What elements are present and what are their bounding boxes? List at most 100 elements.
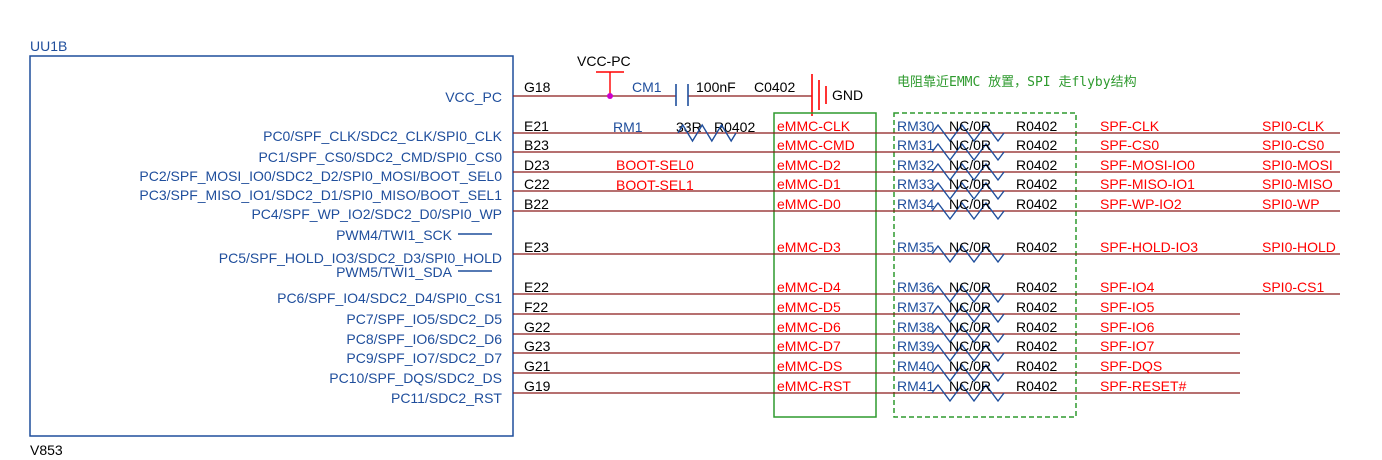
chip-part: V853 bbox=[30, 442, 63, 458]
pin-row-g21-rm-value: NC/0R bbox=[949, 358, 991, 374]
pin-row-e21-rm-value: NC/0R bbox=[949, 118, 991, 134]
chip-body bbox=[29, 55, 514, 437]
pin-row-g23-label: PC9/SPF_IO7/SDC2_D7 bbox=[346, 350, 502, 366]
vcc-pc-pin-number: G18 bbox=[524, 79, 551, 95]
pin-row-g22-number: G22 bbox=[524, 319, 551, 335]
pin-row-f22-emmc-net: eMMC-D5 bbox=[777, 299, 841, 315]
pin-row-e22-rm-ref: RM36 bbox=[897, 279, 935, 295]
pin-row-d23-emmc-net: eMMC-D2 bbox=[777, 157, 841, 173]
pin-row-c22-spf-net: SPF-MISO-IO1 bbox=[1100, 176, 1195, 192]
pin-row-d23-rm-value: NC/0R bbox=[949, 157, 991, 173]
alt-func-pwm4-label: PWM4/TWI1_SCK bbox=[336, 227, 453, 243]
pin-row-c22-rm-value: NC/0R bbox=[949, 176, 991, 192]
pin-row-g22-rm-value: NC/0R bbox=[949, 319, 991, 335]
pin-row-e21-emmc-net: eMMC-CLK bbox=[777, 118, 851, 134]
pin-row-b23-spi-net: SPI0-CS0 bbox=[1262, 137, 1324, 153]
cap-package: C0402 bbox=[754, 79, 795, 95]
pin-row-c22-emmc-net: eMMC-D1 bbox=[777, 176, 841, 192]
pin-row-e21-label: PC0/SPF_CLK/SDC2_CLK/SPI0_CLK bbox=[263, 128, 503, 144]
pin-row-g22-spf-net: SPF-IO6 bbox=[1100, 319, 1155, 335]
pin-row-e22-emmc-net: eMMC-D4 bbox=[777, 279, 841, 295]
pin-row-e22-number: E22 bbox=[524, 279, 549, 295]
pin-row-c22-spi-net: SPI0-MISO bbox=[1262, 176, 1333, 192]
vcc-junction bbox=[607, 93, 613, 99]
cap-ref: CM1 bbox=[632, 79, 662, 95]
pin-row-g23-rm-value: NC/0R bbox=[949, 338, 991, 354]
pin-row-g21-rm-package: R0402 bbox=[1016, 358, 1057, 374]
pin-row-c22-rm-ref: RM33 bbox=[897, 176, 935, 192]
pin-row-g21-rm-ref: RM40 bbox=[897, 358, 935, 374]
pin-row-g19-spf-net: SPF-RESET# bbox=[1100, 378, 1187, 394]
pin-row-e23-rm-value: NC/0R bbox=[949, 239, 991, 255]
pin-row-b22-emmc-net: eMMC-D0 bbox=[777, 196, 841, 212]
pin-row-g22-emmc-net: eMMC-D6 bbox=[777, 319, 841, 335]
pin-row-e21-resistor bbox=[931, 123, 1005, 143]
pin-row-e23-number: E23 bbox=[524, 239, 549, 255]
pin-row-g23-rm-package: R0402 bbox=[1016, 338, 1057, 354]
pin-row-b23-rm-package: R0402 bbox=[1016, 137, 1057, 153]
pin-row-b22-rm-value: NC/0R bbox=[949, 196, 991, 212]
alt-func-pwm5-label: PWM5/TWI1_SDA bbox=[336, 264, 453, 280]
pin-row-g22-resistor bbox=[931, 324, 1005, 344]
pin-row-e23-rm-package: R0402 bbox=[1016, 239, 1057, 255]
pin-row-g22-rm-package: R0402 bbox=[1016, 319, 1057, 335]
pin-row-e22-spi-net: SPI0-CS1 bbox=[1262, 279, 1324, 295]
pin-row-e23-label: PC5/SPF_HOLD_IO3/SDC2_D3/SPI0_HOLD bbox=[219, 250, 502, 266]
pin-row-b23-number: B23 bbox=[524, 137, 549, 153]
pin-row-f22-rm-ref: RM37 bbox=[897, 299, 935, 315]
pin-row-g21-label: PC10/SPF_DQS/SDC2_DS bbox=[329, 370, 502, 386]
boot-sel1-label: BOOT-SEL1 bbox=[616, 177, 694, 193]
pin-row-g21-resistor bbox=[931, 363, 1005, 383]
pin-row-d23-spf-net: SPF-MOSI-IO0 bbox=[1100, 157, 1195, 173]
pin-row-d23-spi-net: SPI0-MOSI bbox=[1262, 157, 1333, 173]
pin-row-b23-rm-ref: RM31 bbox=[897, 137, 935, 153]
chip-ref: UU1B bbox=[30, 38, 67, 54]
emmc-net-box bbox=[773, 112, 877, 418]
pin-row-e21-spf-net: SPF-CLK bbox=[1100, 118, 1160, 134]
pin-row-d23-rm-ref: RM32 bbox=[897, 157, 935, 173]
pin-row-d23-number: D23 bbox=[524, 157, 550, 173]
rm1-ref: RM1 bbox=[613, 119, 643, 135]
design-note: 电阻靠近EMMC 放置，SPI 走flyby结构 bbox=[897, 75, 1137, 90]
pin-row-e22-resistor bbox=[931, 284, 1005, 304]
rm1-value: 33R bbox=[676, 119, 702, 135]
pin-row-g22-rm-ref: RM38 bbox=[897, 319, 935, 335]
pin-row-e21-spi-net: SPI0-CLK bbox=[1262, 118, 1325, 134]
pin-row-e21-number: E21 bbox=[524, 118, 549, 134]
pin-row-b22-resistor bbox=[931, 201, 1005, 221]
pin-row-e21-rm-package: R0402 bbox=[1016, 118, 1057, 134]
alt-func-pwm4: PWM4/TWI1_SCK bbox=[336, 227, 492, 243]
pin-row-f22-label: PC7/SPF_IO5/SDC2_D5 bbox=[346, 311, 502, 327]
pin-row-e23-spi-net: SPI0-HOLD bbox=[1262, 239, 1336, 255]
pin-row-g19-rm-value: NC/0R bbox=[949, 378, 991, 394]
pin-row-c22-resistor bbox=[931, 181, 1005, 201]
pin-row-g21-spf-net: SPF-DQS bbox=[1100, 358, 1162, 374]
pin-row-e21-rm-ref: RM30 bbox=[897, 118, 935, 134]
pin-row-b22-rm-package: R0402 bbox=[1016, 196, 1057, 212]
vcc-pc-net-label: VCC-PC bbox=[577, 53, 631, 69]
pin-row-g19-number: G19 bbox=[524, 378, 551, 394]
pin-row-f22-rm-package: R0402 bbox=[1016, 299, 1057, 315]
pin-rows: PC0/SPF_CLK/SDC2_CLK/SPI0_CLK E21 eMMC-CLK… bbox=[139, 118, 1340, 406]
pin-row-b23-emmc-net: eMMC-CMD bbox=[777, 137, 855, 153]
pin-row-g21-number: G21 bbox=[524, 358, 551, 374]
pin-row-e23-emmc-net: eMMC-D3 bbox=[777, 239, 841, 255]
pin-row-f22-rm-value: NC/0R bbox=[949, 299, 991, 315]
gnd-label: GND bbox=[832, 87, 863, 103]
pin-row-g23-rm-ref: RM39 bbox=[897, 338, 935, 354]
vcc-pc-pin-label: VCC_PC bbox=[445, 89, 502, 105]
alt-func-pwm5: PWM5/TWI1_SDA bbox=[336, 264, 492, 280]
pin-row-g19-label: PC11/SDC2_RST bbox=[391, 390, 502, 406]
pin-row-g23-spf-net: SPF-IO7 bbox=[1100, 338, 1155, 354]
pin-row-d23-resistor bbox=[931, 162, 1005, 182]
pin-row-f22-spf-net: SPF-IO5 bbox=[1100, 299, 1155, 315]
cap-value: 100nF bbox=[696, 79, 736, 95]
pin-row-b23-rm-value: NC/0R bbox=[949, 137, 991, 153]
pin-row-g23-number: G23 bbox=[524, 338, 551, 354]
pin-row-e23-spf-net: SPF-HOLD-IO3 bbox=[1100, 239, 1198, 255]
resistor-array-box bbox=[893, 112, 1077, 418]
pin-row-g19-rm-ref: RM41 bbox=[897, 378, 935, 394]
pin-row-f22-resistor bbox=[931, 304, 1005, 324]
pin-row-e23-rm-ref: RM35 bbox=[897, 239, 935, 255]
pin-row-e23-resistor bbox=[931, 244, 1005, 264]
